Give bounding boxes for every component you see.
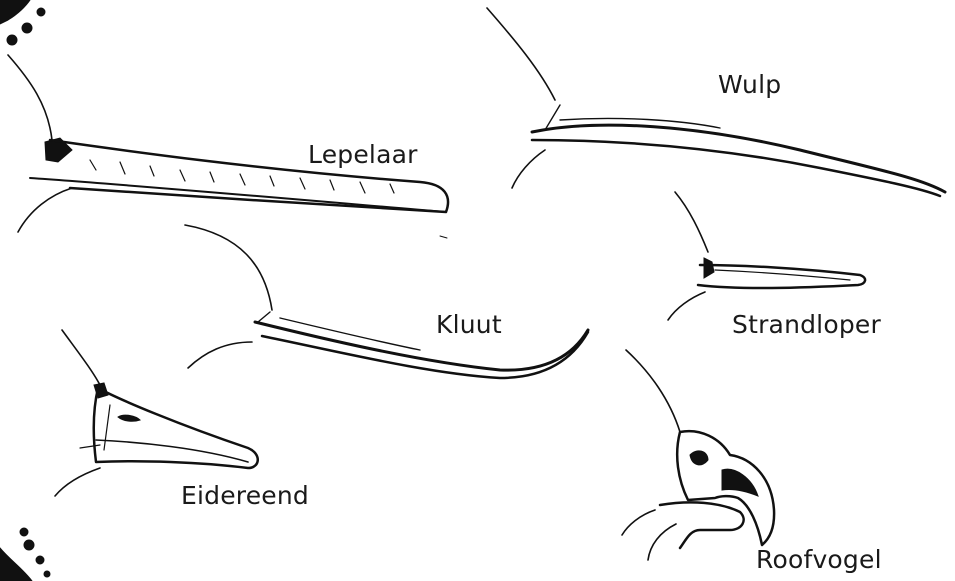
strandloper-beak-drawing <box>668 192 865 320</box>
label-strandloper: Strandloper <box>732 310 881 339</box>
roofvogel-beak-drawing <box>622 350 774 560</box>
eidereend-beak-drawing <box>55 330 258 496</box>
label-roofvogel: Roofvogel <box>756 545 882 574</box>
kluut-beak-drawing <box>185 225 588 378</box>
label-kluut: Kluut <box>436 310 502 339</box>
label-eidereend: Eidereend <box>181 481 309 510</box>
stray-mark <box>440 236 447 238</box>
corner-dots-top <box>0 0 45 45</box>
wulp-beak-drawing <box>487 8 945 196</box>
label-lepelaar: Lepelaar <box>308 140 418 169</box>
label-wulp: Wulp <box>718 70 781 99</box>
corner-dots-bottom <box>0 528 50 581</box>
